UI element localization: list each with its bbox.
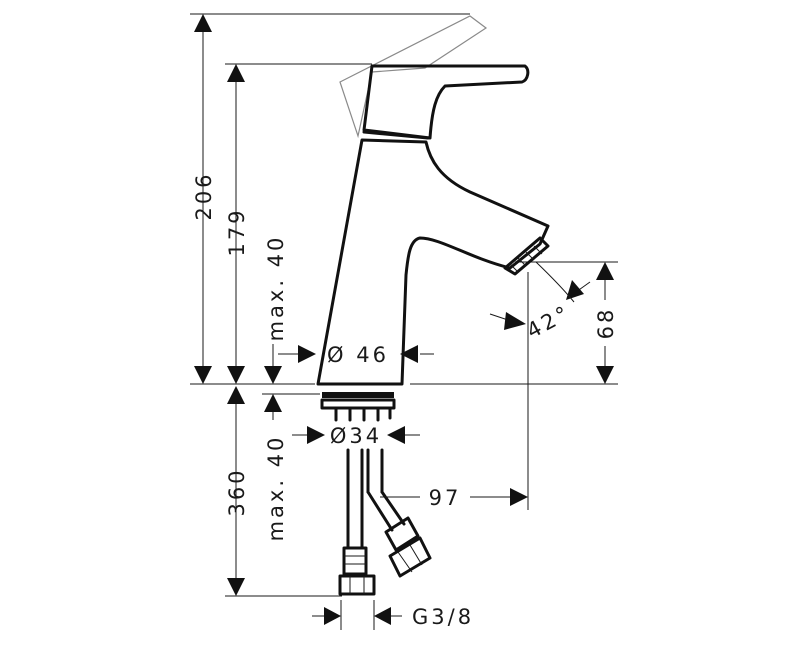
dimension-labels: 206 179 max. 40 360 max. 40 Ø 46 Ø34 42°… [192, 171, 618, 629]
label-max-40-above: max. 40 [264, 235, 288, 342]
aerator [503, 236, 550, 276]
label-connection-thread: G3/8 [412, 605, 474, 629]
label-total-height: 206 [192, 171, 216, 220]
label-reach: 97 [429, 486, 462, 510]
label-hose-length: 360 [225, 467, 249, 516]
mounting-shank [320, 392, 396, 422]
extension-lines [190, 13, 618, 597]
supply-hoses [338, 448, 432, 596]
label-body-height: 179 [225, 207, 249, 256]
label-spout-diameter: Ø 46 [327, 343, 389, 367]
lever-handle [362, 64, 530, 140]
label-max-40-below: max. 40 [264, 435, 288, 542]
label-spout-height: 68 [594, 307, 618, 340]
faucet-body [316, 64, 550, 596]
dimension-lines [194, 14, 614, 630]
faucet-outline [316, 138, 550, 386]
label-shank-diameter: Ø34 [330, 424, 382, 448]
label-spout-angle: 42° [523, 300, 575, 343]
lever-open-position-outline [339, 15, 488, 139]
